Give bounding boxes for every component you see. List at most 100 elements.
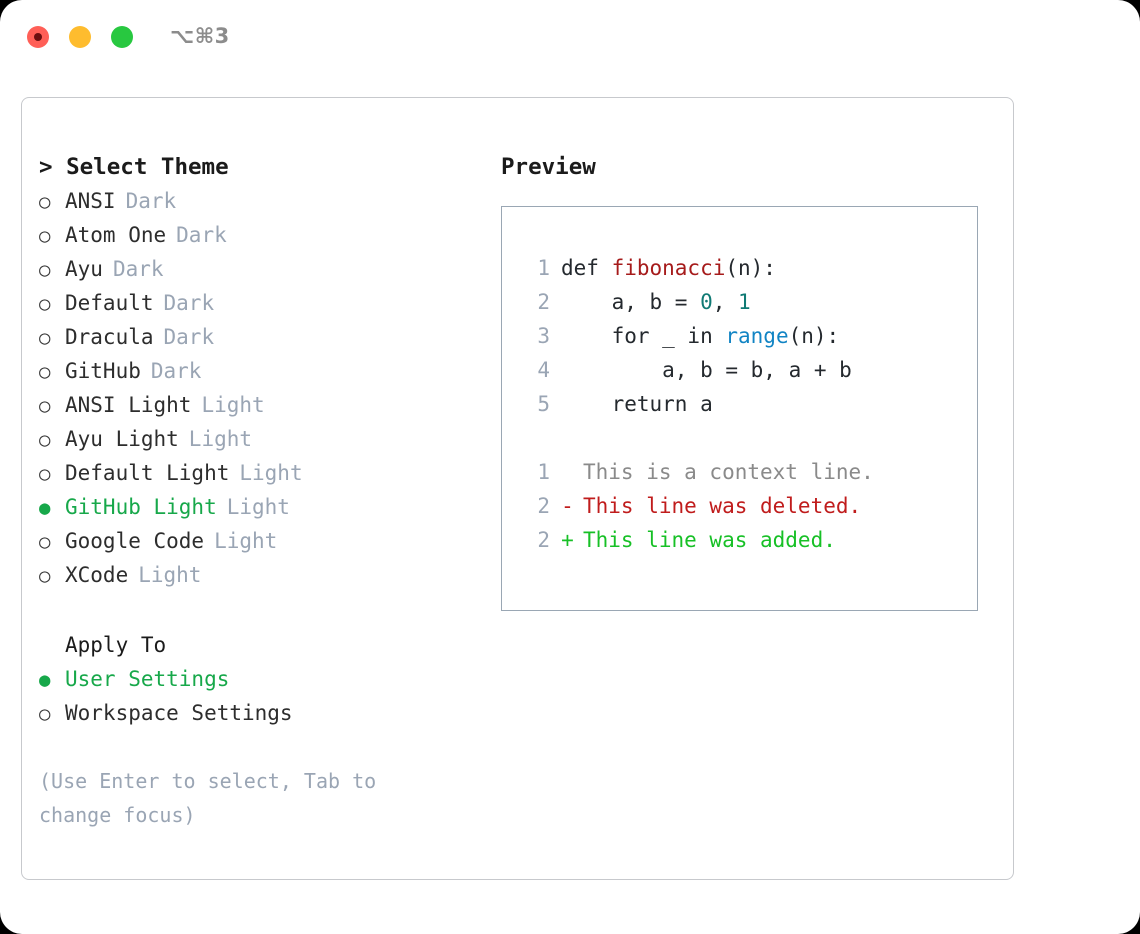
keyboard-hint-text: (Use Enter to select, Tab to change focu… bbox=[39, 769, 377, 827]
code-token-plain: a, b = b, a + b bbox=[561, 358, 852, 382]
radio-unselected-icon: ○ bbox=[39, 463, 51, 485]
minimize-button[interactable] bbox=[69, 26, 91, 48]
code-line-text: return a bbox=[561, 387, 713, 421]
apply-to-option-label: User Settings bbox=[65, 667, 230, 691]
theme-variant-tag: Light bbox=[188, 427, 253, 451]
theme-option-label: Atom One bbox=[65, 223, 167, 247]
apply-to-header: Apply To bbox=[65, 633, 167, 657]
theme-option-label: Ayu Light bbox=[65, 427, 179, 451]
select-theme-header: > Select Theme bbox=[39, 154, 229, 180]
theme-option-label: ANSI Light bbox=[65, 393, 192, 417]
theme-option-3[interactable]: ○ Default Dark bbox=[39, 286, 489, 320]
radio-unselected-icon: ○ bbox=[39, 327, 51, 349]
theme-option-label: Dracula bbox=[65, 325, 154, 349]
apply-to-option-0[interactable]: ● User Settings bbox=[39, 662, 489, 696]
diff-line-text: This is a context line. bbox=[583, 460, 874, 484]
theme-variant-tag: Dark bbox=[176, 223, 227, 247]
theme-option-2[interactable]: ○ Ayu Dark bbox=[39, 252, 489, 286]
theme-option-label: ANSI bbox=[65, 189, 116, 213]
diff-line-number: 2 bbox=[537, 494, 550, 518]
theme-option-9[interactable]: ● GitHub Light Light bbox=[39, 490, 489, 524]
radio-unselected-icon: ○ bbox=[39, 293, 51, 315]
diff-line-add: 2+This line was added. bbox=[524, 523, 977, 557]
theme-variant-tag: Dark bbox=[163, 291, 215, 315]
radio-unselected-icon: ○ bbox=[39, 225, 51, 247]
theme-option-label: Default Light bbox=[65, 461, 230, 485]
code-token-plain: (n): bbox=[788, 324, 840, 348]
code-line: 3 for _ in range(n): bbox=[524, 319, 977, 353]
code-token-plain: for _ in bbox=[561, 324, 726, 348]
theme-option-label: GitHub Light bbox=[65, 495, 217, 519]
diff-marker-icon: - bbox=[561, 494, 574, 518]
code-line: 2 a, b = 0, 1 bbox=[524, 285, 977, 319]
code-line: 4 a, b = b, a + b bbox=[524, 353, 977, 387]
diff-line-text: This line was deleted. bbox=[583, 494, 862, 518]
code-token-plain: a, b = bbox=[561, 290, 701, 314]
theme-option-1[interactable]: ○ Atom One Dark bbox=[39, 218, 489, 252]
close-button[interactable] bbox=[27, 26, 49, 48]
code-line-text: def fibonacci(n): bbox=[561, 251, 776, 285]
code-line-text: a, b = b, a + b bbox=[561, 353, 852, 387]
diff-marker-icon bbox=[561, 455, 574, 489]
theme-option-11[interactable]: ○ XCode Light bbox=[39, 558, 489, 592]
keyboard-shortcut-label: ⌥⌘3 bbox=[170, 24, 230, 48]
code-line: 5 return a bbox=[524, 387, 977, 421]
radio-selected-icon: ● bbox=[39, 669, 51, 691]
code-line-text: a, b = 0, 1 bbox=[561, 285, 751, 319]
code-token-plain: return a bbox=[561, 392, 713, 416]
theme-variant-tag: Light bbox=[138, 563, 202, 587]
theme-variant-tag: Light bbox=[226, 495, 290, 519]
diff-line-text: This line was added. bbox=[583, 528, 836, 552]
code-token-num: 1 bbox=[738, 290, 751, 314]
title-bar: ⌥⌘3 bbox=[0, 0, 1140, 76]
theme-option-8[interactable]: ○ Default Light Light bbox=[39, 456, 489, 490]
theme-variant-tag: Light bbox=[214, 529, 278, 553]
theme-option-label: Default bbox=[65, 291, 154, 315]
theme-variant-tag: Light bbox=[201, 393, 265, 417]
theme-option-label: XCode bbox=[65, 563, 129, 587]
code-token-plain: def bbox=[561, 256, 612, 280]
apply-to-option-1[interactable]: ○Workspace Settings bbox=[39, 696, 489, 730]
theme-option-label: Ayu bbox=[65, 257, 103, 281]
apply-to-list: ● User Settings ○Workspace Settings bbox=[39, 662, 489, 730]
diff-sample: 1 This is a context line.2-This line was… bbox=[524, 455, 977, 557]
diff-line-del: 2-This line was deleted. bbox=[524, 489, 977, 523]
apply-to-section: Apply To ● User Settings ○Workspace Settin… bbox=[39, 628, 489, 730]
radio-unselected-icon: ○ bbox=[39, 703, 51, 725]
code-line-number: 3 bbox=[537, 324, 550, 348]
window-controls bbox=[27, 26, 133, 48]
radio-unselected-icon: ○ bbox=[39, 191, 51, 213]
theme-variant-tag: Dark bbox=[125, 189, 177, 213]
radio-unselected-icon: ○ bbox=[39, 565, 51, 587]
code-token-plain: , bbox=[712, 290, 739, 314]
code-token-num: 0 bbox=[700, 290, 713, 314]
code-line-number: 5 bbox=[537, 392, 550, 416]
theme-option-6[interactable]: ○ ANSI Light Light bbox=[39, 388, 489, 422]
code-spacer bbox=[524, 421, 977, 455]
code-token-plain: (n): bbox=[725, 256, 776, 280]
code-line-number: 2 bbox=[537, 290, 550, 314]
radio-selected-icon: ● bbox=[39, 497, 51, 519]
radio-unselected-icon: ○ bbox=[39, 259, 51, 281]
theme-option-0[interactable]: ○ ANSI Dark bbox=[39, 184, 489, 218]
theme-variant-tag: Dark bbox=[163, 325, 215, 349]
theme-variant-tag: Dark bbox=[112, 257, 164, 281]
theme-option-4[interactable]: ○ Dracula Dark bbox=[39, 320, 489, 354]
code-line-number: 4 bbox=[537, 358, 550, 382]
theme-option-7[interactable]: ○ Ayu Light Light bbox=[39, 422, 489, 456]
radio-unselected-icon: ○ bbox=[39, 429, 51, 451]
radio-unselected-icon: ○ bbox=[39, 395, 51, 417]
maximize-button[interactable] bbox=[111, 26, 133, 48]
theme-variant-tag: Light bbox=[239, 461, 303, 485]
radio-unselected-icon: ○ bbox=[39, 531, 51, 553]
